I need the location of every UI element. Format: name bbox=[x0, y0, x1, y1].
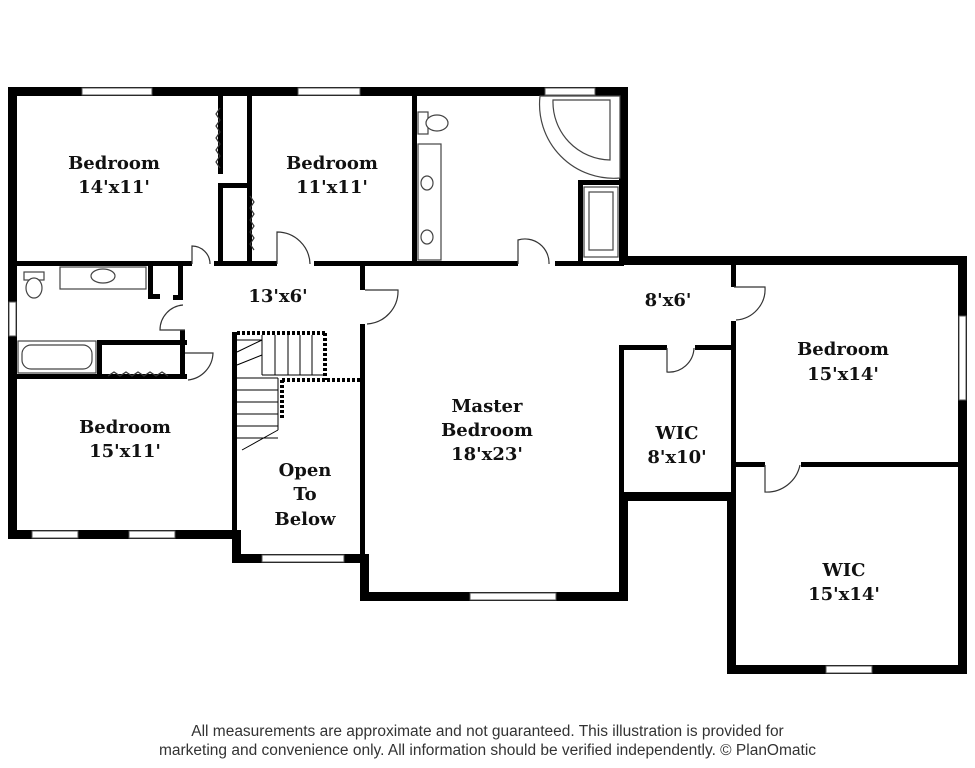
room-wic-1-size: 8'x10' bbox=[647, 447, 706, 468]
room-bedroom-3-size: 15'x11' bbox=[89, 441, 161, 462]
doors bbox=[159, 231, 801, 493]
room-wic-2-size: 15'x14' bbox=[808, 584, 880, 605]
staircase bbox=[236, 331, 362, 451]
room-wic-2-name: WIC bbox=[822, 560, 866, 581]
room-bedroom-1-name: Bedroom bbox=[68, 153, 160, 174]
room-master-size: 18'x23' bbox=[451, 444, 523, 465]
windows bbox=[8, 87, 967, 674]
interior-walls bbox=[17, 96, 967, 564]
disclaimer-line-2: marketing and convenience only. All info… bbox=[158, 742, 817, 759]
room-bedroom-4-size: 15'x14' bbox=[807, 364, 879, 385]
room-bedroom-2-name: Bedroom bbox=[286, 153, 378, 174]
room-labels: Bedroom 14'x11' Bedroom 11'x11' Bedroom … bbox=[68, 153, 889, 605]
room-open-below-line-3: Below bbox=[274, 509, 336, 530]
room-open-below-line-2: To bbox=[293, 484, 316, 505]
room-bedroom-1-size: 14'x11' bbox=[78, 177, 150, 198]
fixtures bbox=[17, 95, 621, 374]
disclaimer-line-1: All measurements are approximate and not… bbox=[191, 723, 784, 740]
room-hall-1-size: 13'x6' bbox=[248, 286, 307, 307]
closet-doors bbox=[107, 107, 255, 377]
room-master-name: Master bbox=[452, 396, 523, 417]
room-master-name-2: Bedroom bbox=[441, 420, 533, 441]
room-bedroom-2-size: 11'x11' bbox=[296, 177, 368, 198]
room-bedroom-3-name: Bedroom bbox=[79, 417, 171, 438]
room-wic-1-name: WIC bbox=[655, 423, 699, 444]
disclaimer: All measurements are approximate and not… bbox=[0, 722, 975, 760]
room-open-below-line-1: Open bbox=[279, 460, 332, 481]
room-hall-2-size: 8'x6' bbox=[645, 290, 692, 311]
room-bedroom-4-name: Bedroom bbox=[797, 339, 889, 360]
